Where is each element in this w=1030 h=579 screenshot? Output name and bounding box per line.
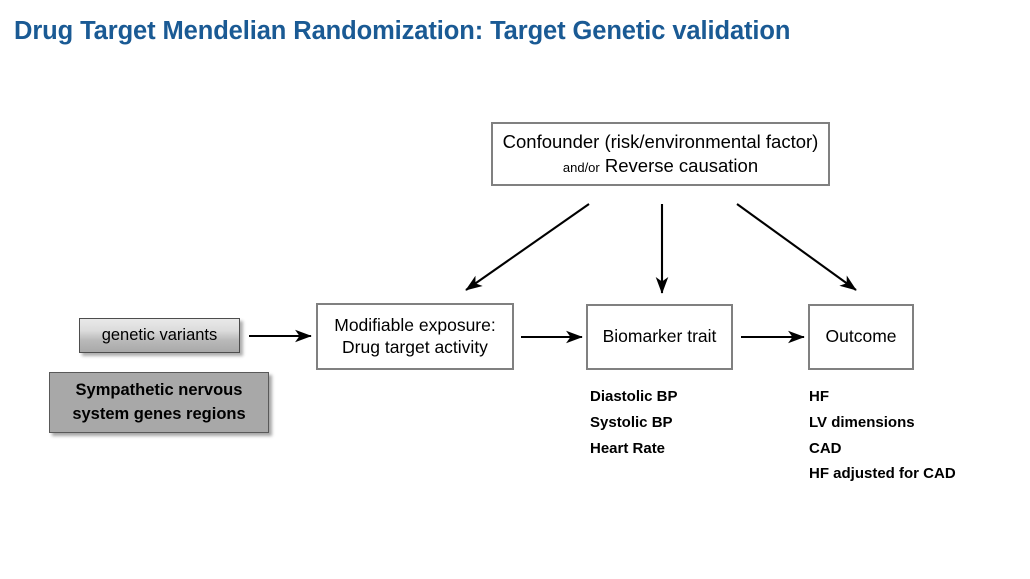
confounder-line-1: Confounder (risk/environmental factor) [502,131,819,153]
biomarker-list-item: Systolic BP [590,413,673,431]
sympathetic-nervous-system-box: Sympathetic nervous system genes regions [49,372,269,433]
outcome-label: Outcome [825,326,897,347]
biomarker-list-item: Heart Rate [590,439,666,457]
biomarker-list-item: Diastolic BP [590,388,678,405]
sns-line-1: Sympathetic nervous [75,381,243,400]
arrow-confounder-to-outcome [736,203,857,291]
genetic-variants-label: genetic variants [101,326,218,344]
modifiable-exposure-box: Modifiable exposure: Drug target activit… [316,303,514,370]
confounder-box: Confounder (risk/environmental factor) a… [491,122,830,186]
confounder-reverse-causation-text: Reverse causation [599,155,759,176]
page-title: Drug Target Mendelian Randomization: Tar… [14,17,791,45]
biomarker-trait-box: Biomarker trait [586,304,733,370]
confounder-andor-text: and/or [562,160,600,175]
outcome-list-item: CAD [809,439,842,457]
biomarker-label: Biomarker trait [602,326,717,347]
arrow-confounder-to-exposure [465,203,590,291]
exposure-line-2: Drug target activity [342,336,488,357]
outcome-list-item: HF [809,388,829,405]
outcome-box: Outcome [808,304,914,370]
confounder-line-2: and/or Reverse causation [563,155,758,178]
sns-line-2: system genes regions [72,404,246,423]
genetic-variants-box: genetic variants [79,318,240,353]
biomarker-trait-list: Diastolic BP Systolic BP Heart Rate [590,384,678,461]
outcome-list-item: LV dimensions [809,413,915,431]
exposure-line-1: Modifiable exposure: [334,315,496,336]
outcome-list-item: HF adjusted for CAD [809,465,956,483]
